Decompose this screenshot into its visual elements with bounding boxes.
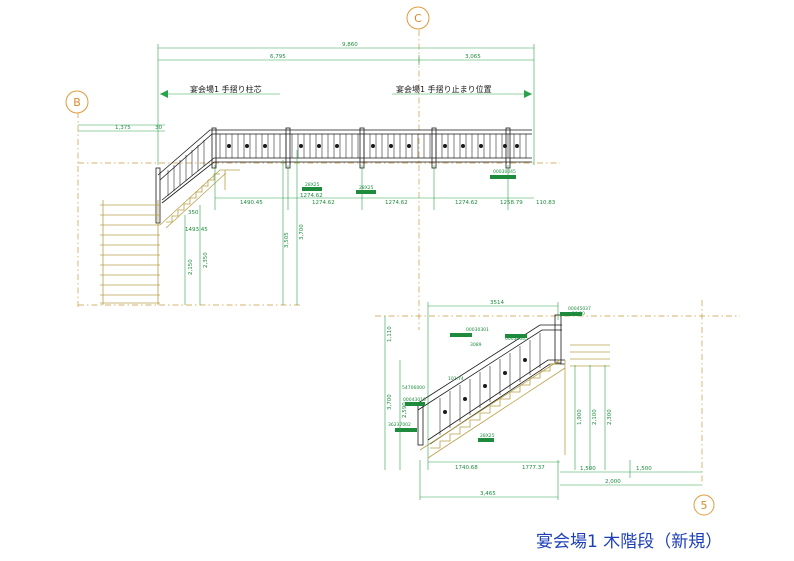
dim-run-0: 1740.68 [455,465,478,471]
grid-bubble-5: 5 [693,494,715,516]
left-tread-stack [100,200,160,305]
upper-height-dimensions: 2,150 2,350 3,505 3,700 [184,150,305,305]
dim-post-1: 1274.62 [312,200,335,206]
tag-lower-2: 00045037 [568,306,591,312]
dim-height-0: 2,150 [188,259,194,275]
dim-lower-right-1: 2,100 [592,409,598,425]
annotation-right-text: 宴会場1 手摺り止まり位置 [396,84,492,94]
tag-upper-0: 00030045 [493,169,516,175]
lower-right-heights: 1,900 2,100 2,300 [574,365,613,470]
tag-lower-4: 00043010 [403,397,426,403]
dim-left-span: 6,795 [270,54,286,60]
dim-lower-left-2: 2,590 [402,402,408,418]
dim-b-offset: 1,375 [115,125,131,131]
lower-handrail [414,314,565,446]
grid-bubble-b: B [65,90,89,114]
upper-stair-stringer [159,169,240,229]
dim-post-5: 1258.79 [500,200,523,206]
tag-upper-2: 28X25 [359,185,374,191]
dim-post-0: 1490.45 [240,200,263,206]
dim-right-offset-1: 1,500 [636,466,652,472]
dim-height-2: 3,505 [284,232,290,248]
b-offset-dimension: 1,375 30 [78,124,165,132]
upper-tags: 00030045 28X25 28X25 [302,169,516,194]
lower-run-dimensions: 1740.68 1777.37 1,500 1,500 2,000 3,465 [419,460,702,500]
dim-total: 3,465 [480,491,496,497]
tag-lower-8: 101.74 [448,376,464,382]
dim-height-3: 3,700 [299,224,305,240]
dim-post-3: 1274.62 [455,200,478,206]
grid-label-c: C [414,12,422,25]
annotation-right: 宴会場1 手摺り止まり位置 [392,84,532,98]
lower-top-dimension: 3514 [427,300,559,470]
tag-lower-5: 36237002 [388,422,411,428]
dim-lower-right-2: 2,300 [607,409,613,425]
dim-run-1: 1777.37 [522,465,545,471]
dim-lower-top: 3514 [490,300,504,306]
tag-lower-7: 3089 [470,342,482,348]
lower-left-heights: 1,110 3,700 2,590 [384,316,408,470]
dim-landing-w: 350 [188,210,199,216]
dim-height-1: 2,350 [203,252,209,268]
tag-lower-9: 20.20 [572,311,585,317]
tag-lower-6: 28X25 [480,433,495,439]
tag-lower-1: 00030045 [505,336,528,342]
dim-post-6: 110.83 [536,200,556,206]
lower-stair-stringer [419,344,610,459]
dim-post-2: 1274.62 [385,200,408,206]
upper-handrail [155,127,532,224]
grid-bubble-c: C [406,6,430,30]
dim-base-w: 2,000 [605,479,621,485]
dim-landing-offset: 1493.45 [185,227,208,233]
tag-lower-0: 00030301 [466,327,489,333]
dim-right-span: 3,065 [465,54,481,60]
tag-upper-1: 28X25 [305,182,320,188]
annotation-left: 宴会場1 手摺り柱芯 [160,84,280,98]
top-dimension-chain: 9,860 6,795 3,065 [157,42,535,165]
tag-lower-3: 54706000 [402,385,425,391]
grid-label-b: B [73,96,81,109]
grid-label-5: 5 [701,499,708,512]
upper-post-dimensions: 1490.45 1274.62 1274.62 1274.62 1274.62 … [185,165,556,233]
annotation-left-text: 宴会場1 手摺り柱芯 [190,84,262,94]
dim-right-offset-0: 1,500 [580,466,596,472]
dim-post-4: 1274.62 [300,193,323,199]
lower-labels: 00030301 00030045 00045037 54706000 0004… [388,306,591,442]
drawing-title: 宴会場1 木階段（新規） [536,532,723,552]
dim-lower-left-0: 1,110 [387,326,393,342]
dim-lower-left-1: 3,700 [387,394,393,410]
dim-lower-right-0: 1,900 [577,409,583,425]
dim-b-small: 30 [155,125,162,131]
dim-overall: 9,860 [342,42,358,48]
